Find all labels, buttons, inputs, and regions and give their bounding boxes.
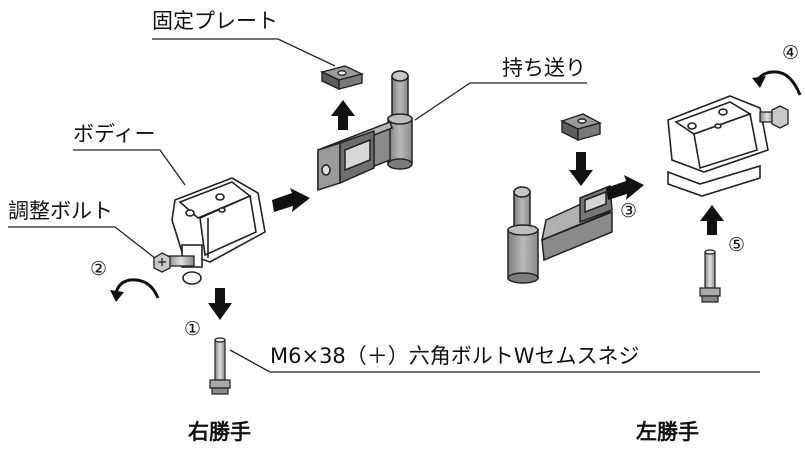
step-2-label: ②	[90, 258, 108, 280]
step-3-label: ③	[620, 200, 638, 222]
rotate-arrow-2-head	[110, 290, 124, 302]
fixing-plate-label: 固定プレート	[152, 9, 278, 33]
carrier-right	[317, 70, 413, 192]
arrow-up-left	[700, 205, 724, 235]
rotate-arrow-4-head	[752, 76, 766, 88]
adjust-bolt-left	[759, 105, 789, 129]
right-hand-title: 右勝手	[188, 420, 251, 444]
arrow-down-left	[569, 152, 593, 186]
body-label: ボディー	[73, 122, 156, 146]
step-1-label: ①	[184, 318, 202, 340]
fixing-plate-right	[319, 65, 365, 91]
arrow-up-right	[331, 100, 355, 130]
carrier-label: 持ち送り	[502, 56, 586, 80]
carrier-left	[507, 184, 613, 284]
screw-right	[209, 337, 231, 395]
arrow-right-2	[606, 175, 644, 200]
fixing-plate-left	[560, 113, 602, 142]
body-left	[667, 95, 769, 197]
rotate-arrow-2	[114, 278, 160, 299]
adjust-bolt-right	[153, 252, 195, 273]
arrow-right-1	[272, 188, 310, 212]
screw-left	[699, 249, 721, 303]
step-5-label: ⑤	[728, 234, 746, 256]
left-hand-title: 左勝手	[636, 420, 699, 444]
leader-lines	[8, 38, 760, 373]
arrow-down-right	[208, 288, 232, 320]
adjust-bolt-label: 調整ボルト	[8, 199, 113, 223]
body-right	[171, 177, 266, 285]
step-4-label: ④	[782, 42, 800, 64]
rotate-arrow-4	[756, 70, 802, 96]
screw-label: M6×38（＋）六角ボルトWセムスネジ	[270, 344, 640, 368]
